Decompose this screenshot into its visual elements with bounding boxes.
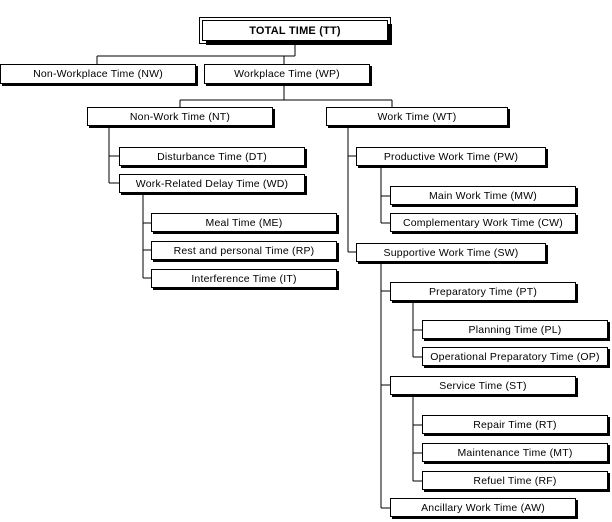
node-ancillary-work-time: Ancillary Work Time (AW) — [390, 498, 576, 517]
node-supportive-work-time: Supportive Work Time (SW) — [356, 243, 546, 262]
node-meal-time: Meal Time (ME) — [151, 213, 337, 232]
node-operational-preparatory-time: Operational Preparatory Time (OP) — [422, 347, 608, 366]
node-maintenance-time: Maintenance Time (MT) — [422, 443, 608, 462]
node-repair-time: Repair Time (RT) — [422, 415, 608, 434]
node-main-work-time: Main Work Time (MW) — [390, 186, 576, 205]
node-non-workplace-time: Non-Workplace Time (NW) — [0, 64, 196, 84]
node-service-time: Service Time (ST) — [390, 376, 576, 395]
node-refuel-time: Refuel Time (RF) — [422, 471, 608, 490]
node-interference-time: Interference Time (IT) — [151, 269, 337, 288]
node-work-related-delay-time: Work-Related Delay Time (WD) — [119, 174, 305, 193]
node-work-time: Work Time (WT) — [326, 107, 508, 126]
node-preparatory-time: Preparatory Time (PT) — [390, 282, 576, 301]
node-total-time: TOTAL TIME (TT) — [199, 17, 391, 44]
node-non-work-time: Non-Work Time (NT) — [87, 107, 273, 126]
node-planning-time: Planning Time (PL) — [422, 320, 608, 339]
node-workplace-time: Workplace Time (WP) — [204, 64, 370, 84]
node-rest-and-personal-time: Rest and personal Time (RP) — [151, 241, 337, 260]
node-disturbance-time: Disturbance Time (DT) — [119, 147, 305, 166]
node-productive-work-time: Productive Work Time (PW) — [356, 147, 546, 166]
node-complementary-work-time: Complementary Work Time (CW) — [390, 213, 576, 232]
